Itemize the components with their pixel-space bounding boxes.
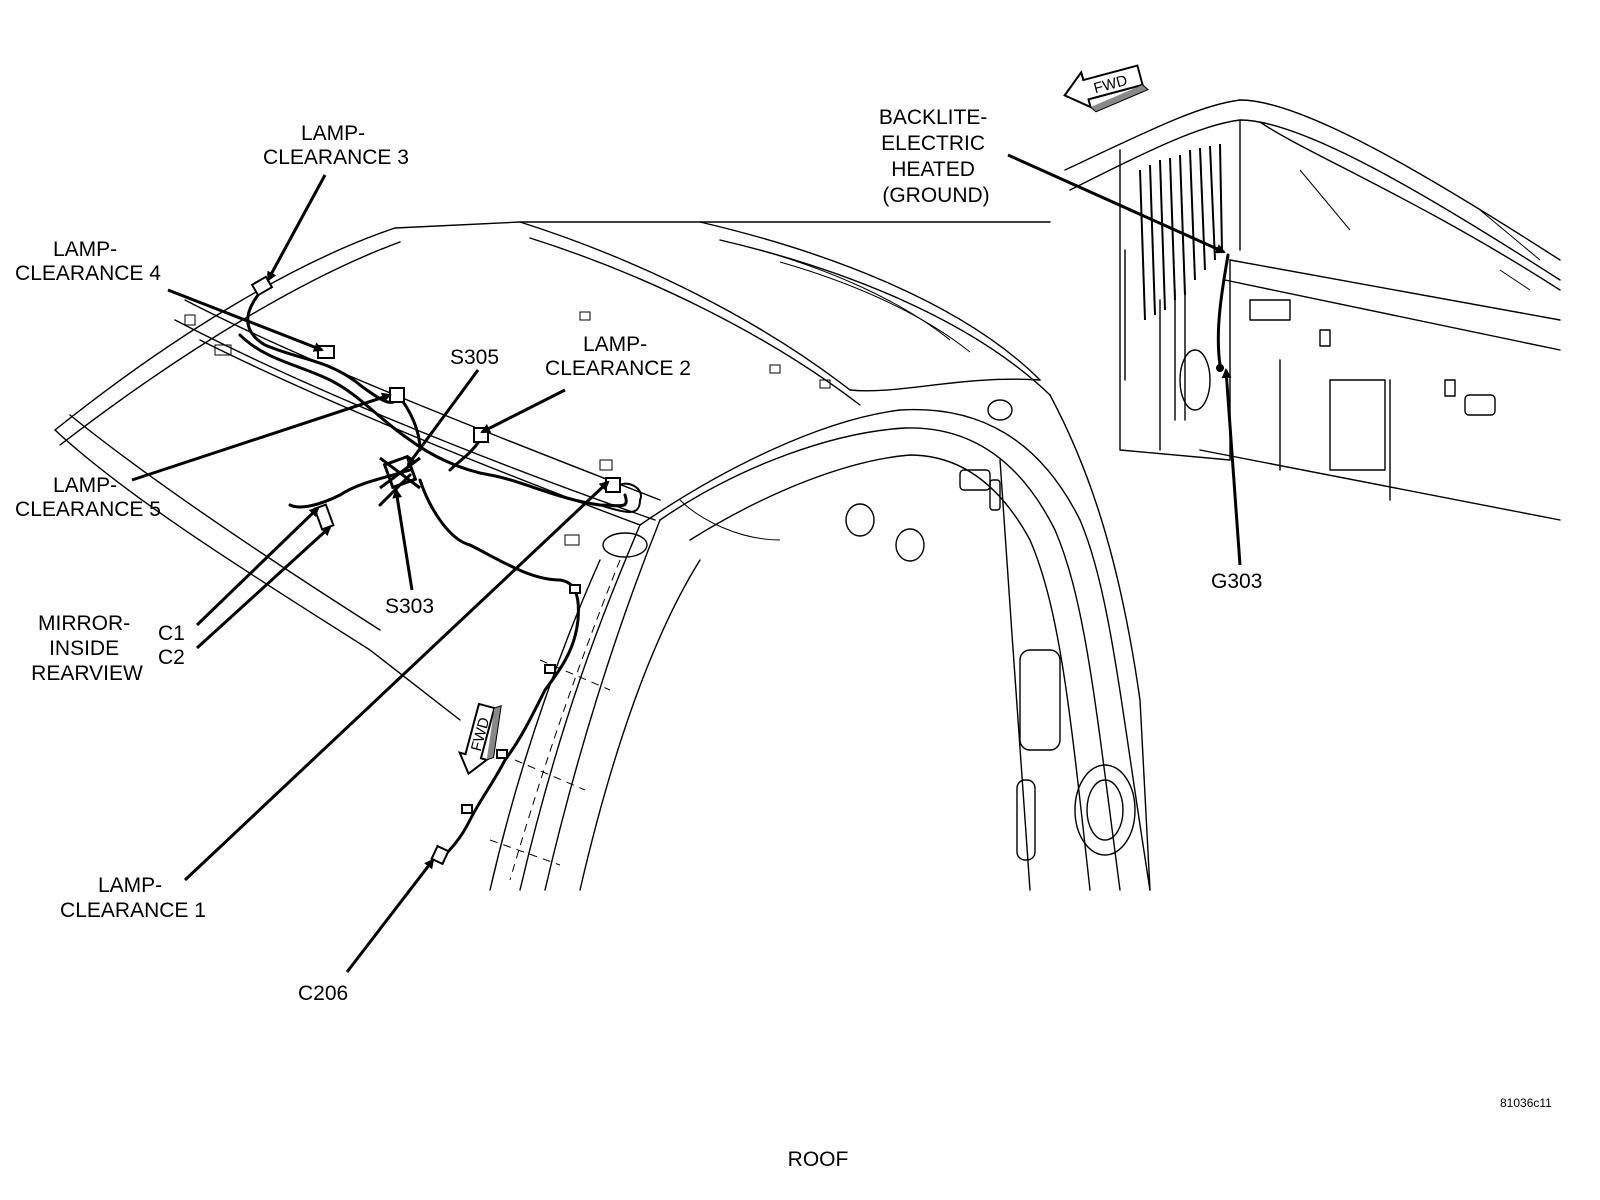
label-s303: S303 (385, 595, 434, 618)
leader-c2 (195, 525, 332, 650)
s303-splice-marker (379, 454, 421, 490)
label-s305: S305 (450, 346, 499, 369)
cab-back-inset-drawing (1064, 99, 1561, 521)
label-c1: C1 (158, 622, 185, 645)
label-g303: G303 (1211, 570, 1262, 593)
fwd-arrow-icon (457, 702, 496, 776)
leader-g303 (1221, 368, 1242, 566)
label-mirror-inside-rearview: MIRROR- INSIDE REARVIEW (31, 612, 143, 685)
leader-lamp-clearance-2 (480, 388, 566, 434)
roof-structure-drawing (54, 221, 1151, 891)
label-lamp-clearance-2: LAMP- CLEARANCE 2 (545, 333, 691, 380)
figure-caption: ROOF (788, 1148, 849, 1171)
leader-lines (131, 153, 1242, 973)
leader-s303 (392, 488, 414, 591)
label-lamp-clearance-5: LAMP- CLEARANCE 5 (15, 474, 161, 521)
label-c206: C206 (298, 982, 348, 1005)
label-lamp-clearance-1: LAMP- CLEARANCE 1 (60, 874, 206, 922)
leader-lamp-clearance-1 (183, 480, 610, 882)
leader-lamp-clearance-4 (167, 288, 324, 352)
leader-c206 (345, 858, 435, 973)
fwd-arrow-top: FWD (1063, 64, 1149, 113)
leader-c1 (195, 506, 320, 627)
label-lamp-clearance-4: LAMP- CLEARANCE 4 (15, 238, 161, 285)
roof-wiring-harness (238, 275, 642, 866)
label-backlite-electric-heated-ground: BACKLITE- ELECTRIC HEATED (GROUND) (879, 106, 993, 207)
label-lamp-clearance-3: LAMP- CLEARANCE 3 (263, 122, 409, 169)
fwd-arrow-icon (1063, 64, 1144, 109)
figure-id: 81036c11 (1500, 1096, 1552, 1110)
leader-s305 (406, 369, 480, 467)
label-c2: C2 (158, 646, 185, 669)
leader-lamp-clearance-5 (131, 392, 392, 482)
leader-lamp-clearance-3 (266, 174, 327, 282)
fwd-arrow-middle: FWD (457, 702, 502, 776)
leader-backlite (1007, 153, 1226, 254)
